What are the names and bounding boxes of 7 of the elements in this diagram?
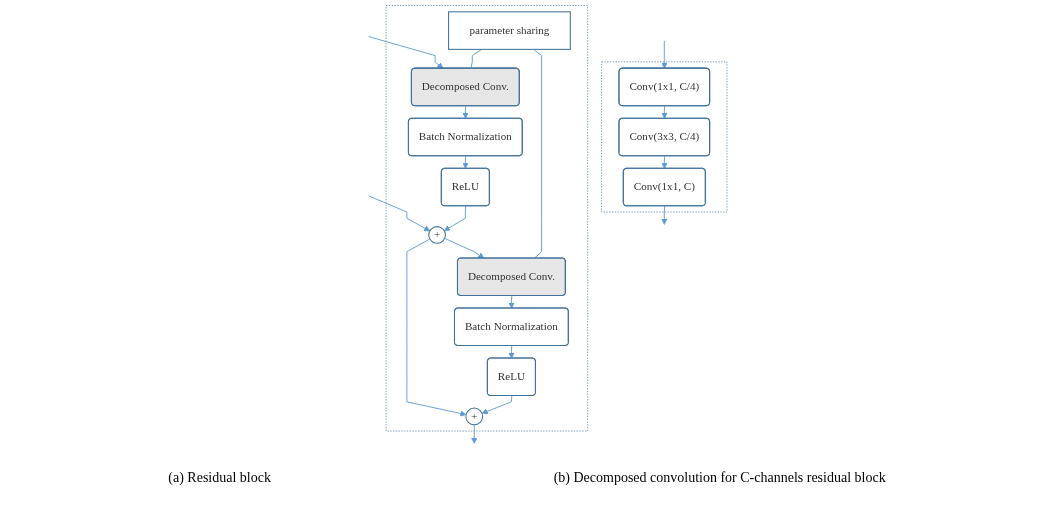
cluster <box>385 5 589 432</box>
node-circle: + <box>428 226 446 244</box>
cluster <box>601 61 728 213</box>
figure-caption: (a) Residual block <box>168 470 271 486</box>
node-box: parameter sharing <box>448 11 571 50</box>
node-circle: + <box>465 407 484 426</box>
figure-caption: (b) Decomposed convolution for C-channels residual block <box>553 470 886 486</box>
